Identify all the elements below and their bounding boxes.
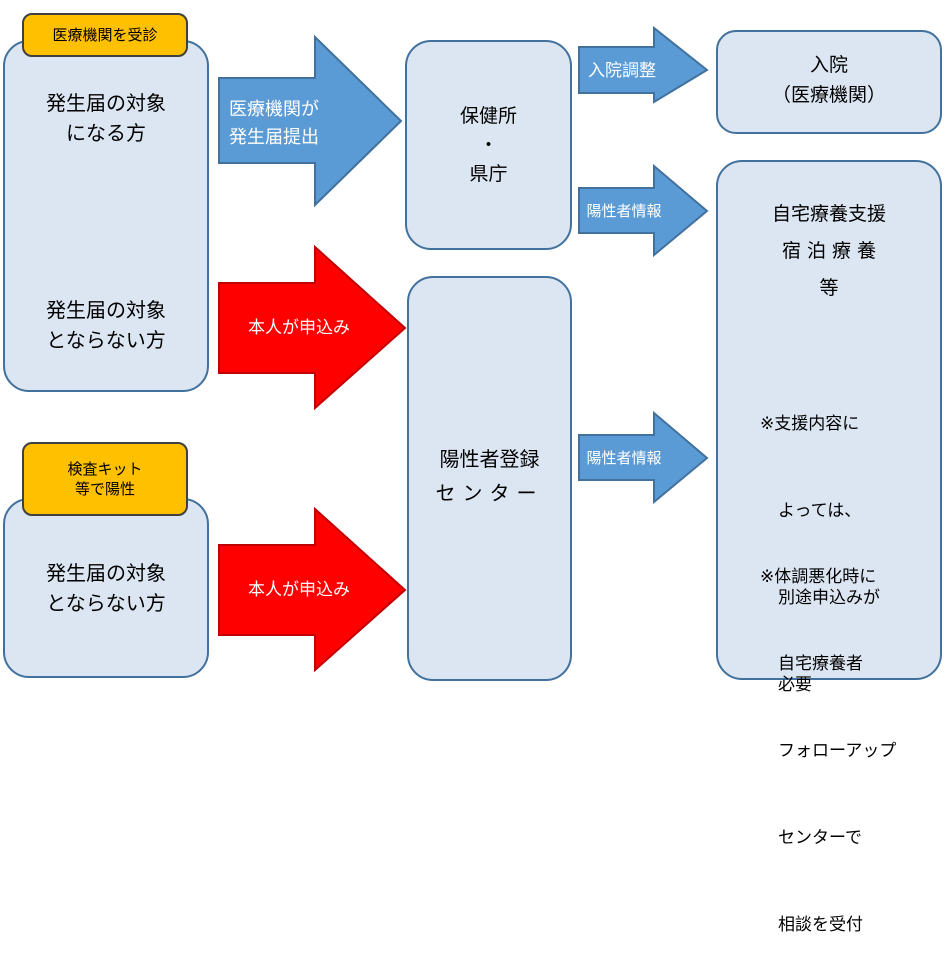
tag-test-kit-line2: 等で陽性 (74, 480, 135, 498)
arrow-positive-info-bottom-label: 陽性者情報 (586, 449, 662, 467)
arrow-admission-adjust-label: 入院調整 (588, 61, 656, 81)
note-application-line2: よっては、 (778, 501, 862, 521)
registry-center-box (407, 276, 572, 681)
tag-test-kit: 検査キット 等で陽性 (22, 442, 188, 516)
arrow-self-apply-bottom (218, 506, 407, 673)
note-application-line1: ※支援内容に (760, 414, 860, 434)
health-center-box (405, 40, 572, 250)
arrow-positive-info-bottom (578, 410, 709, 505)
arrow-admission-adjust (578, 25, 709, 104)
home-support-box (716, 160, 942, 680)
arrow-self-apply-top-label: 本人が申込み (248, 318, 350, 338)
group-kit-positive: 発生届の対象 とならない方 (3, 558, 209, 618)
note-followup: ※体調悪化時に 自宅療養者 フォローアップ センターで 相談を受付 (760, 505, 896, 969)
home-support-line1: 自宅療養支援 (771, 203, 886, 225)
home-support-line3: 等 (819, 277, 839, 299)
tag-test-kit-line1: 検査キット (67, 460, 143, 478)
health-center-line2: ・ (478, 134, 498, 156)
group-non-reportable: 発生届の対象 とならない方 (3, 295, 209, 355)
note-followup-line4: センターで (778, 828, 862, 848)
arrow-submit-report (218, 34, 403, 208)
group-kit-positive-line1: 発生届の対象 (46, 561, 166, 585)
arrow-self-apply-bottom-label: 本人が申込み (248, 580, 350, 600)
registry-center-label: 陽性者登録 センター (407, 442, 572, 510)
registry-center-line2: センター (435, 481, 544, 505)
group-kit-positive-line2: とならない方 (46, 591, 166, 615)
group-non-reportable-line2: とならない方 (46, 328, 166, 352)
note-application-line3: 別途申込みが (778, 588, 880, 608)
home-support-line2: 宿 泊 療 養 (781, 240, 877, 262)
arrow-submit-line1: 医療機関が (229, 99, 319, 120)
health-center-label: 保健所 ・ 県庁 (405, 102, 572, 189)
health-center-line3: 県庁 (469, 163, 508, 185)
arrow-positive-info-top-label: 陽性者情報 (586, 202, 662, 220)
tag-medical-visit-label: 医療機関を受診 (52, 26, 158, 44)
arrow-self-apply-top (218, 244, 407, 411)
hospital-label: 入院 （医療機関） (716, 50, 942, 110)
group-reportable: 発生届の対象 になる方 (3, 88, 209, 148)
registry-center-line1: 陽性者登録 (439, 447, 540, 471)
group-non-reportable-line1: 発生届の対象 (46, 298, 166, 322)
note-followup-line2: 自宅療養者 (778, 654, 863, 674)
tag-medical-visit: 医療機関を受診 (22, 13, 188, 57)
arrow-submit-line2: 発生届提出 (229, 127, 319, 148)
hospital-box (716, 30, 942, 134)
home-support-title: 自宅療養支援 宿 泊 療 養 等 (716, 196, 942, 307)
arrow-submit-report-label: 医療機関が 発生届提出 (219, 96, 329, 152)
patients-box-bottom (3, 498, 209, 678)
health-center-line1: 保健所 (459, 105, 517, 127)
group-reportable-line1: 発生届の対象 (46, 91, 166, 115)
note-followup-line1: ※体調悪化時に (760, 567, 877, 587)
group-reportable-line2: になる方 (66, 121, 146, 145)
note-followup-line3: フォローアップ (778, 741, 897, 761)
note-followup-line5: 相談を受付 (778, 915, 863, 935)
hospital-line1: 入院 (809, 54, 848, 76)
patients-box-top (3, 40, 209, 392)
hospital-line2: （医療機関） (771, 84, 886, 106)
arrow-positive-info-top (578, 163, 709, 258)
